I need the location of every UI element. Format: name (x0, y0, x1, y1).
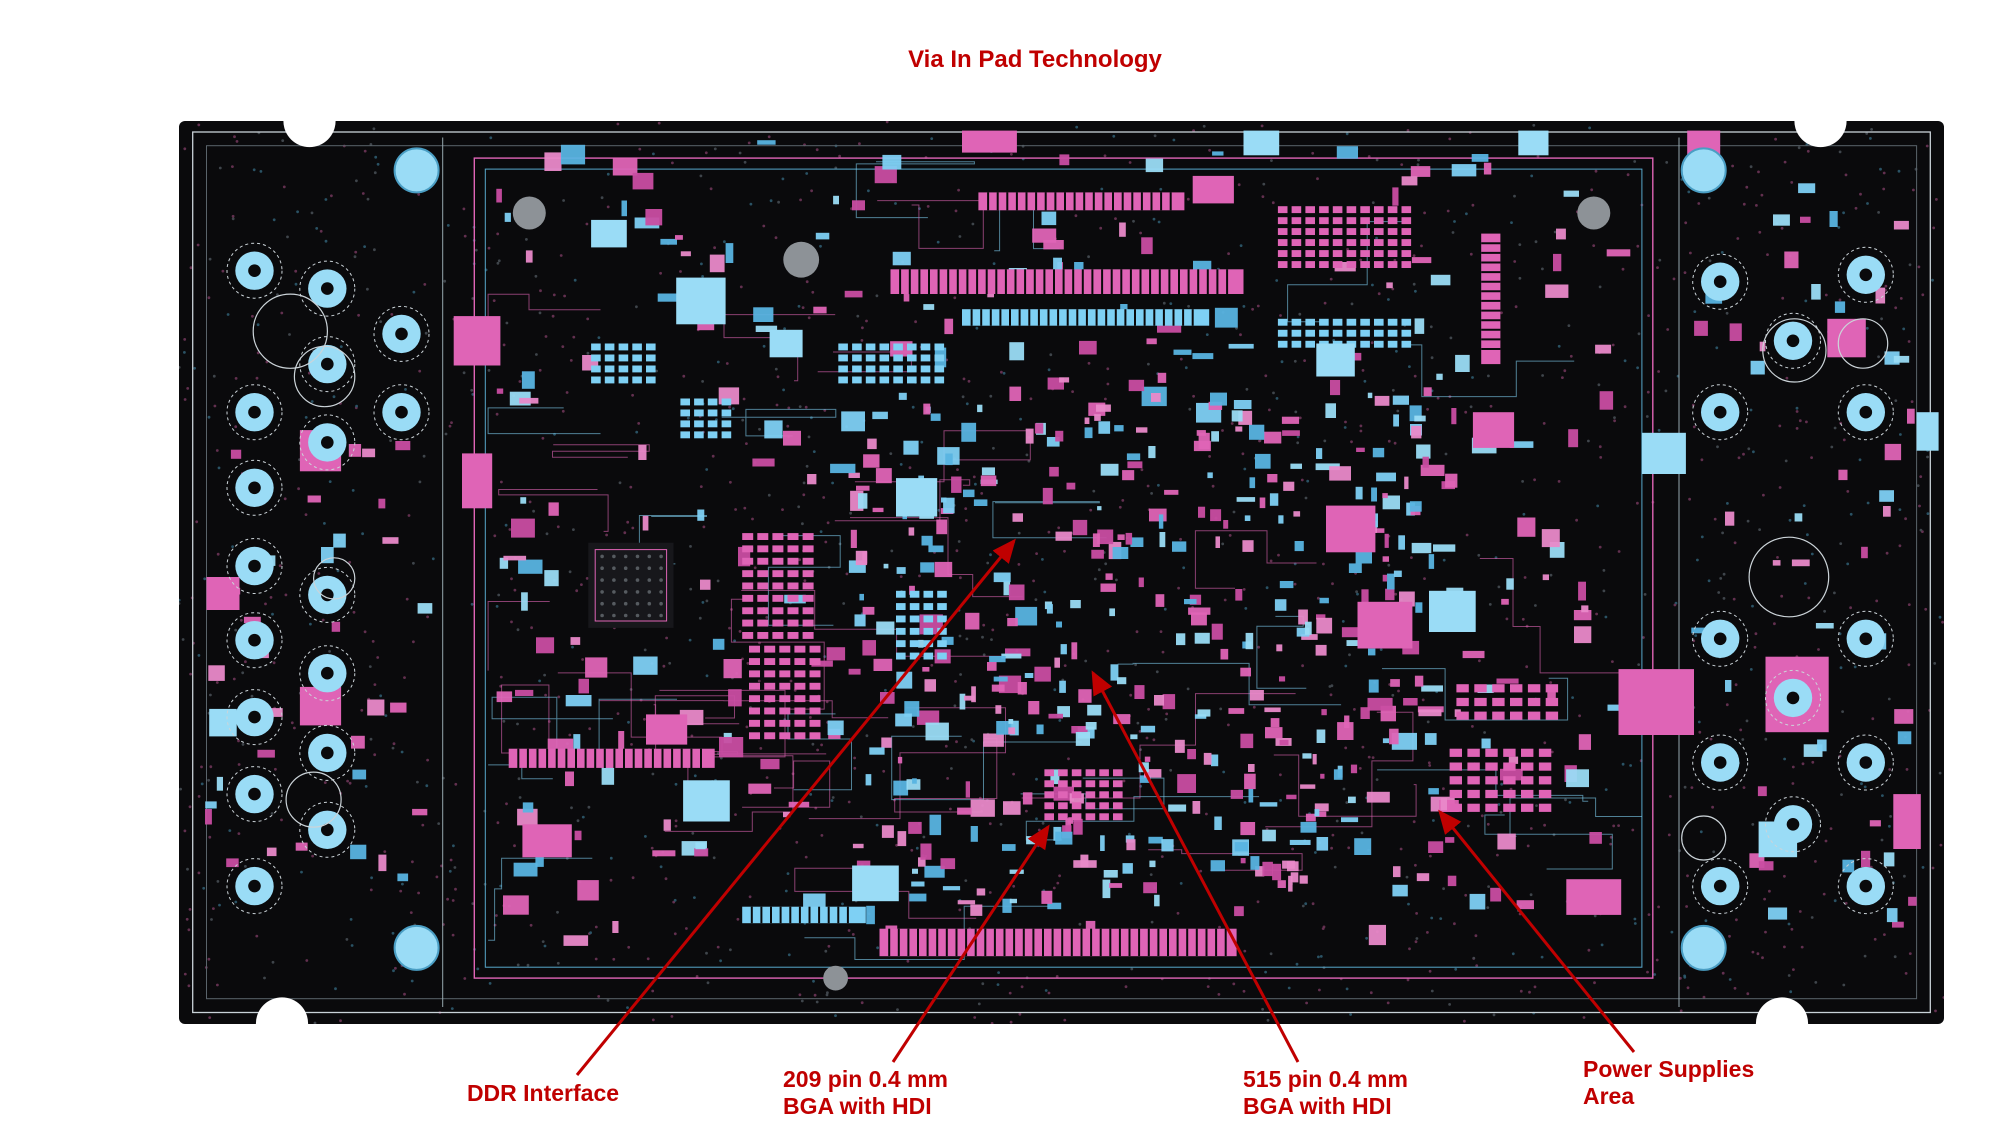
label-line: 515 pin 0.4 mm (1243, 1066, 1408, 1092)
label-line: BGA with HDI (783, 1093, 932, 1119)
label-line: DDR Interface (466, 1080, 620, 1106)
pcb-graphic (179, 121, 1944, 1024)
pcb-layout-image (179, 121, 1944, 1024)
label-ddr-interface: DDR Interface (433, 1080, 653, 1107)
label-power-supplies: Power Supplies Area (1583, 1056, 1754, 1110)
page-title: Via In Pad Technology (908, 46, 1162, 73)
label-line: Power Supplies (1583, 1056, 1755, 1082)
label-line: 209 pin 0.4 mm (783, 1066, 948, 1092)
label-line: BGA with HDI (1243, 1093, 1392, 1119)
label-line: Area (1583, 1083, 1635, 1109)
label-209-bga: 209 pin 0.4 mm BGA with HDI (783, 1066, 948, 1120)
label-515-bga: 515 pin 0.4 mm BGA with HDI (1243, 1066, 1408, 1120)
